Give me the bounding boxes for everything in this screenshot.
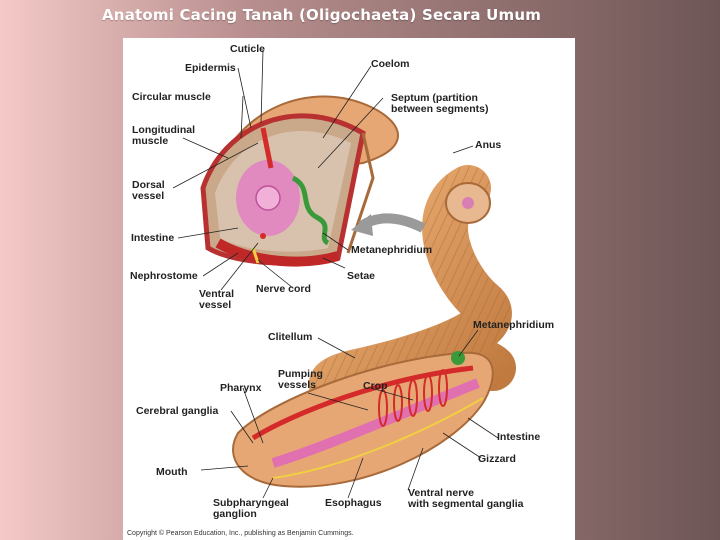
copyright-credit: Copyright © Pearson Education, Inc., pub… (127, 530, 354, 537)
label-metanephridium-right: Metanephridium (473, 319, 555, 331)
label-nephrostome: Nephrostome (130, 270, 198, 282)
label-intestine-bottom: Intestine (497, 431, 541, 443)
label-pumping-vessels: Pumping vessels (278, 368, 323, 391)
cross-section (200, 95, 399, 267)
label-setae: Setae (347, 270, 376, 282)
label-septum: Septum (partition between segments) (391, 92, 489, 115)
earthworm-illustration (172, 49, 516, 499)
label-ventral-nerve: Ventral nerve with segmental ganglia (408, 487, 524, 510)
label-gizzard: Gizzard (478, 453, 516, 465)
label-metanephridium-top: Metanephridium (351, 244, 433, 256)
label-nerve-cord: Nerve cord (256, 283, 311, 295)
label-intestine-top: Intestine (131, 232, 175, 244)
label-anus: Anus (475, 139, 502, 151)
worm-body (232, 165, 516, 488)
label-coelom: Coelom (371, 58, 410, 70)
label-cuticle: Cuticle (230, 43, 266, 55)
diagram-panel: Cuticle Epidermis Coelom Circular muscle… (123, 38, 575, 540)
label-pharynx: Pharynx (220, 382, 262, 394)
label-cerebral-ganglia: Cerebral ganglia (136, 405, 219, 417)
label-dorsal-vessel: Dorsal vessel (132, 179, 165, 202)
slide-title: Anatomi Cacing Tanah (Oligochaeta) Secar… (102, 6, 542, 24)
label-circular-muscle: Circular muscle (132, 91, 211, 103)
label-ventral-vessel: Ventral vessel (199, 288, 235, 311)
label-clitellum: Clitellum (268, 331, 313, 343)
label-subpharyngeal-ganglion: Subpharyngeal ganglion (213, 497, 289, 520)
label-mouth: Mouth (156, 466, 188, 478)
label-longitudinal-muscle: Longitudinal muscle (132, 124, 195, 147)
label-crop: Crop (363, 380, 388, 392)
label-epidermis: Epidermis (185, 62, 236, 74)
label-esophagus: Esophagus (325, 497, 382, 509)
